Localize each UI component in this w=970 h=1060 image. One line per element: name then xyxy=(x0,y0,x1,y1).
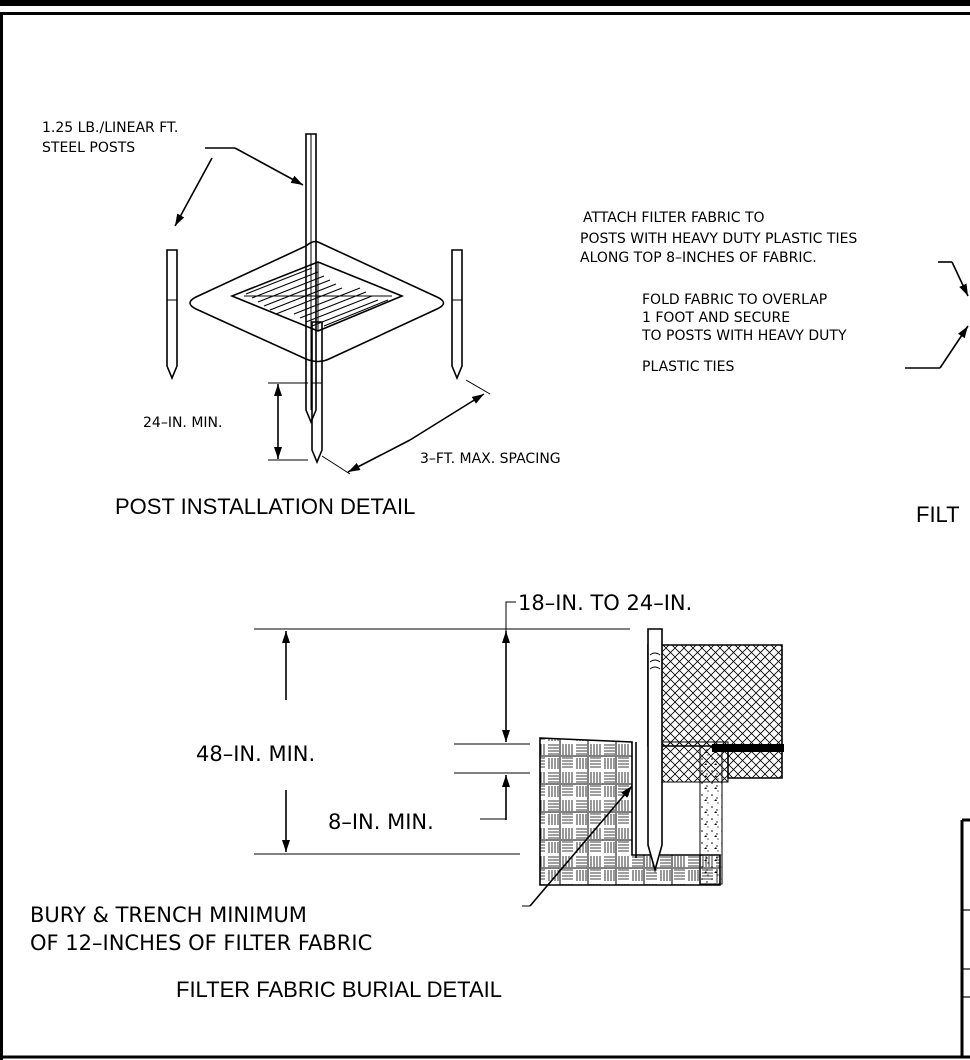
grate-icon xyxy=(229,261,405,332)
overall-height-label: 48–IN. MIN. xyxy=(196,742,315,766)
filter-fabric-burial-detail xyxy=(254,601,784,907)
post-weight-label-2: STEEL POSTS xyxy=(42,140,135,156)
post-weight-label-1: 1.25 LB./LINEAR FT. xyxy=(42,120,178,136)
fold-note-line-2: 1 FOOT AND SECURE xyxy=(642,310,790,326)
fold-note-line-4: PLASTIC TIES xyxy=(642,359,734,375)
fold-note-line-3: TO POSTS WITH HEAVY DUTY xyxy=(641,328,847,344)
bury-note-line-2: OF 12–INCHES OF FILTER FABRIC xyxy=(30,931,372,955)
fabric-attach-title-partial: FILT xyxy=(916,502,960,527)
attach-note-line-2: POSTS WITH HEAVY DUTY PLASTIC TIES xyxy=(580,231,857,247)
embed-depth-label: 24–IN. MIN. xyxy=(143,415,222,431)
range-label: 18–IN. TO 24–IN. xyxy=(518,591,692,615)
steel-post-center xyxy=(305,133,317,425)
attach-note-line-1: ATTACH FILTER FABRIC TO xyxy=(583,210,765,226)
fold-note-line-1: FOLD FABRIC TO OVERLAP xyxy=(642,292,827,308)
steel-post-left xyxy=(166,249,178,381)
steel-post-right xyxy=(451,249,463,381)
bury-note-line-1: BURY & TRENCH MINIMUM xyxy=(30,903,307,927)
fabric-attach-leaders xyxy=(905,261,969,369)
burial-detail-title: FILTER FABRIC BURIAL DETAIL xyxy=(176,977,502,1002)
post-detail-title: POST INSTALLATION DETAIL xyxy=(115,494,415,519)
steel-post-front xyxy=(311,321,323,465)
bury-depth-label: 8–IN. MIN. xyxy=(328,810,434,834)
post-installation-detail xyxy=(166,133,491,475)
spacing-label: 3–FT. MAX. SPACING xyxy=(420,451,561,467)
title-block-partial xyxy=(960,818,970,1058)
buried-steel-post xyxy=(647,628,663,873)
attach-note-line-3: ALONG TOP 8–INCHES OF FABRIC. xyxy=(580,250,817,266)
plastic-tie xyxy=(712,744,784,752)
